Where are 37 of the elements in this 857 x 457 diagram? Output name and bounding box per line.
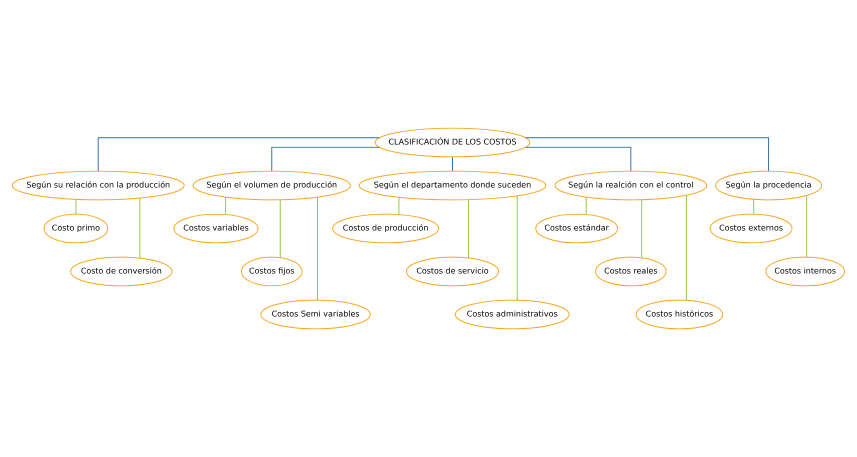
connector [280,200,281,258]
connector [468,199,469,258]
connector [98,137,380,172]
connector [271,146,380,172]
node-ellipse: Costo de conversión [70,256,172,286]
node-ellipse: Costos administrativos [454,300,570,330]
node-ellipse: Costos estándar [535,214,618,244]
node-ellipse: Costos históricos [636,300,724,330]
connector [525,146,632,172]
connector [452,156,453,172]
node-ellipse: Costos externos [710,214,792,244]
connector [316,196,318,300]
connector [806,195,808,258]
node-ellipse: Según la procedencia [715,170,822,200]
connector [753,198,754,215]
node-ellipse: Costos de producción [332,214,440,244]
node-ellipse: Según el departamento donde suceden [358,170,546,200]
connector [398,196,400,215]
connector [139,198,140,258]
node-ellipse: Según la realción con el control [554,170,708,200]
connector [686,194,687,301]
connector [524,137,770,172]
node-ellipse: Costos Semi variables [260,300,371,330]
connector [75,198,76,215]
node-ellipse: Costo primo [44,214,108,244]
node-ellipse: Costos fijos [241,256,303,286]
node-ellipse: Según su relación con la producción [12,170,185,200]
node-ellipse: CLASIFICACIÓN DE LOS COSTOS [374,128,530,158]
connector [641,199,642,258]
node-ellipse: Costos variables [173,214,259,244]
connector [225,196,226,215]
connector [516,195,518,301]
node-ellipse: Costos internos [765,256,845,286]
node-ellipse: Según el volumen de producción [192,170,351,200]
node-ellipse: Costos reales [595,256,667,286]
connector [586,196,587,215]
node-ellipse: Costos de servicio [406,256,500,286]
